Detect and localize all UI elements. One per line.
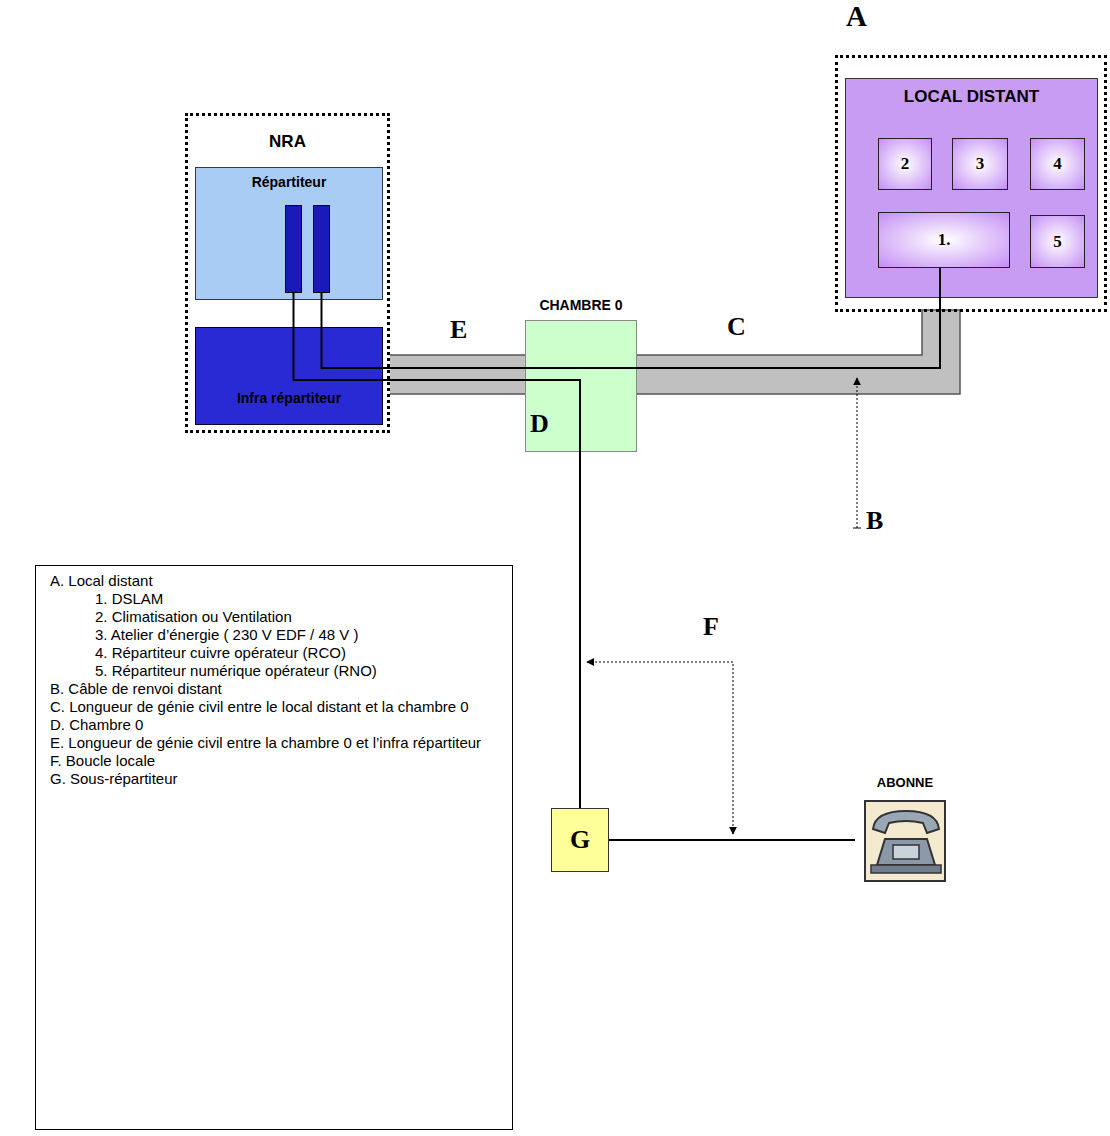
- cable-line: [294, 293, 581, 808]
- key-row: 1. DSLAM: [50, 590, 498, 608]
- node-label: 4: [1053, 154, 1062, 173]
- label-holder: Infra répartiteur: [196, 390, 382, 406]
- key-entry: 5. Répartiteur numérique opérateur (RNO): [95, 662, 377, 679]
- callout-holder: F: [703, 612, 719, 642]
- key-entry: C. Longueur de génie civil entre le loca…: [50, 698, 469, 715]
- node-label: 2: [901, 154, 910, 173]
- key-row: A. Local distant: [50, 572, 498, 590]
- callout-holder: B: [866, 506, 883, 536]
- subscriber-phone: ABONNE: [850, 775, 960, 885]
- key-row: 2. Climatisation ou Ventilation: [50, 608, 498, 626]
- label-holder: 5: [1031, 232, 1084, 252]
- chamber-box: CHAMBRE 0D: [525, 320, 637, 452]
- key-entry: G. Sous-répartiteur: [50, 770, 178, 787]
- node-label: 5: [1053, 232, 1062, 251]
- civil-works-duct: [383, 310, 960, 394]
- equipment-box: 3: [952, 138, 1008, 190]
- node-label: LOCAL DISTANT: [904, 87, 1039, 106]
- cable-line: [609, 839, 855, 841]
- callout-holder: E: [450, 315, 467, 345]
- key-entry: B. Câble de renvoi distant: [50, 680, 222, 697]
- callout-letter: E: [450, 315, 467, 344]
- remote-room: LOCAL DISTANT 2 3 4 1. 5: [845, 78, 1098, 298]
- frame-bar: [313, 205, 330, 293]
- label-holder: A: [846, 0, 867, 33]
- distribution-frame: Répartiteur: [195, 167, 383, 300]
- key-row: F. Boucle locale: [50, 752, 498, 770]
- label-holder: 3: [953, 154, 1007, 174]
- sub-distribution-frame: Infra répartiteur: [195, 327, 383, 425]
- key-entry: 4. Répartiteur cuivre opérateur (RCO): [95, 644, 346, 661]
- label-holder: CHAMBRE 0: [526, 297, 636, 313]
- dotted-region: ALOCAL DISTANT2341.5: [835, 55, 1107, 312]
- node-label: 1.: [938, 230, 951, 249]
- label-holder: D: [530, 409, 549, 439]
- equipment-box: 5: [1030, 215, 1085, 268]
- callout-letter: C: [727, 312, 746, 341]
- key-entry: 3. Atelier d’énergie ( 230 V EDF / 48 V …: [95, 626, 358, 643]
- dotted-region: NRA RépartiteurInfra répartiteur: [185, 113, 390, 433]
- key-box: A. Local distant1. DSLAM2. Climatisation…: [35, 565, 513, 1130]
- equipment-box: 4: [1030, 138, 1085, 190]
- label-holder: 2: [879, 154, 931, 174]
- key-entry: 2. Climatisation ou Ventilation: [95, 608, 292, 625]
- node-label: G: [570, 825, 590, 854]
- phone-icon: [863, 799, 947, 883]
- key-entry: F. Boucle locale: [50, 752, 155, 769]
- key-entry: A. Local distant: [50, 572, 153, 589]
- key-entry: E. Longueur de génie civil entre la cham…: [50, 734, 481, 751]
- callout-holder: C: [727, 312, 746, 342]
- node-label: Répartiteur: [252, 174, 327, 190]
- key-row: C. Longueur de génie civil entre le loca…: [50, 698, 498, 716]
- label-holder: Répartiteur: [196, 174, 382, 190]
- node-label: A: [846, 0, 867, 32]
- dslam-box: 1.: [878, 212, 1010, 268]
- callout-letter: B: [866, 506, 883, 535]
- label-holder: 4: [1031, 154, 1084, 174]
- label-holder: G: [552, 825, 608, 855]
- cable-line: [322, 268, 941, 368]
- key-row: 3. Atelier d’énergie ( 230 V EDF / 48 V …: [50, 626, 498, 644]
- key-row: 4. Répartiteur cuivre opérateur (RCO): [50, 644, 498, 662]
- node-label: D: [530, 409, 549, 438]
- node-label: NRA: [269, 132, 306, 151]
- node-label: CHAMBRE 0: [539, 297, 622, 313]
- node-label: 3: [976, 154, 985, 173]
- equipment-box: 2: [878, 138, 932, 190]
- label-holder: 1.: [879, 230, 1009, 250]
- cable-leader-b-tick: [853, 528, 861, 529]
- cable-leader-b: [857, 378, 858, 528]
- label-holder: LOCAL DISTANT: [846, 87, 1097, 107]
- frame-bar: [285, 205, 302, 293]
- key-entry: D. Chambre 0: [50, 716, 143, 733]
- key-row: G. Sous-répartiteur: [50, 770, 498, 788]
- node-label: Infra répartiteur: [237, 390, 341, 406]
- callout-letter: F: [703, 612, 719, 641]
- key-row: D. Chambre 0: [50, 716, 498, 734]
- node-label: ABONNE: [877, 775, 933, 790]
- label-holder: ABONNE: [850, 775, 960, 790]
- key-entry: 1. DSLAM: [95, 590, 163, 607]
- sub-distributor-box: G: [551, 808, 609, 872]
- label-holder: NRA: [188, 132, 387, 152]
- key-row: E. Longueur de génie civil entre la cham…: [50, 734, 498, 752]
- key-row: B. Câble de renvoi distant: [50, 680, 498, 698]
- key-row: 5. Répartiteur numérique opérateur (RNO): [50, 662, 498, 680]
